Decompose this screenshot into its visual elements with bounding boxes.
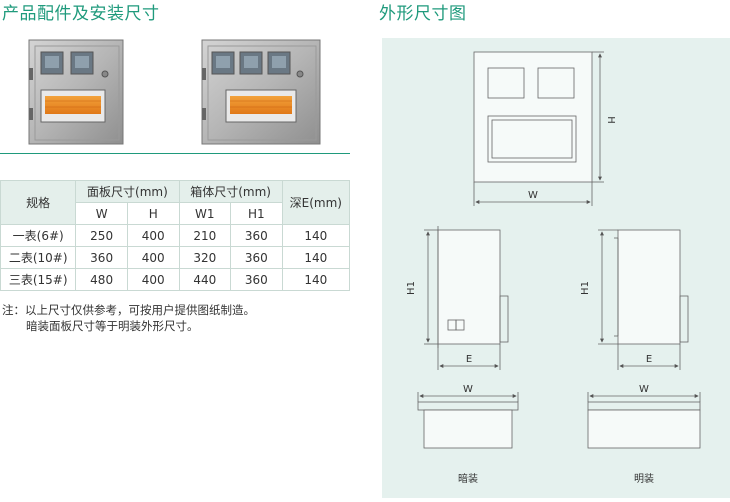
- sub-header-h: H: [126, 202, 180, 225]
- label-top1-w: W: [463, 384, 473, 395]
- cell-w: 360: [75, 246, 128, 269]
- cell-w: 250: [75, 224, 128, 247]
- cell-h: 400: [126, 246, 180, 269]
- label-front-w: W: [528, 190, 538, 201]
- cell-w1: 320: [178, 246, 232, 269]
- front-view: [473, 51, 604, 206]
- dimension-drawing-panel: W H H1 E H1 E W W 暗装 明装: [382, 38, 730, 498]
- cell-h: 400: [126, 224, 180, 247]
- cell-h1: 360: [230, 224, 283, 247]
- col-box-header: 箱体尺寸(mm): [178, 180, 283, 203]
- cell-h1: 360: [230, 268, 283, 291]
- spec-table: 规格 面板尺寸(mm) 箱体尺寸(mm) 深E(mm) W H W1 H1 一表…: [0, 180, 351, 291]
- sub-header-w1: W1: [178, 202, 232, 225]
- section-title-accessories: 产品配件及安装尺寸: [2, 4, 160, 24]
- sub-header-w: W: [75, 202, 128, 225]
- col-panel-header: 面板尺寸(mm): [75, 180, 180, 203]
- cell-h: 400: [126, 268, 180, 291]
- table-row: 一表(6#) 250 400 210 360 140: [0, 224, 351, 247]
- side-view-surface: [598, 229, 689, 370]
- top-view-recessed: [417, 392, 519, 449]
- cell-e: 140: [281, 224, 351, 247]
- cell-e: 140: [281, 246, 351, 269]
- cell-spec: 一表(6#): [0, 224, 77, 247]
- label-side2-e: E: [646, 354, 652, 365]
- top-view-surface: [587, 392, 701, 449]
- dimension-drawing: W H H1 E H1 E W W 暗装 明装: [406, 51, 701, 485]
- table-row: 三表(15#) 480 400 440 360 140: [0, 268, 351, 291]
- section-title-dimension-drawing: 外形尺寸图: [379, 4, 467, 24]
- label-side1-e: E: [466, 354, 472, 365]
- sub-header-h1: H1: [230, 202, 283, 225]
- note-line-1: 注：以上尺寸仅供参考，可按用户提供图纸制造。: [2, 303, 255, 317]
- three-meter-cabinet-photo: [201, 39, 321, 145]
- label-recessed: 暗装: [458, 472, 478, 485]
- table-row: 二表(10#) 360 400 320 360 140: [0, 246, 351, 269]
- cell-spec: 二表(10#): [0, 246, 77, 269]
- photo-divider: [0, 153, 350, 154]
- two-meter-cabinet-photo: [28, 39, 124, 145]
- cell-w1: 440: [178, 268, 232, 291]
- cell-e: 140: [281, 268, 351, 291]
- cell-w: 480: [75, 268, 128, 291]
- col-spec-header: 规格: [0, 180, 77, 225]
- note-text: 注：以上尺寸仅供参考，可按用户提供图纸制造。 暗装面板尺寸等于明装外形尺寸。: [2, 302, 255, 334]
- label-surface: 明装: [634, 472, 654, 485]
- col-depth-header: 深E(mm): [281, 180, 351, 225]
- label-front-h: H: [605, 116, 616, 124]
- label-side2-h1: H1: [580, 281, 591, 295]
- cell-h1: 360: [230, 246, 283, 269]
- cell-w1: 210: [178, 224, 232, 247]
- note-line-2: 暗装面板尺寸等于明装外形尺寸。: [26, 319, 199, 333]
- label-top2-w: W: [639, 384, 649, 395]
- cell-spec: 三表(15#): [0, 268, 77, 291]
- side-view-recessed: [424, 226, 509, 370]
- label-side1-h1: H1: [406, 281, 417, 295]
